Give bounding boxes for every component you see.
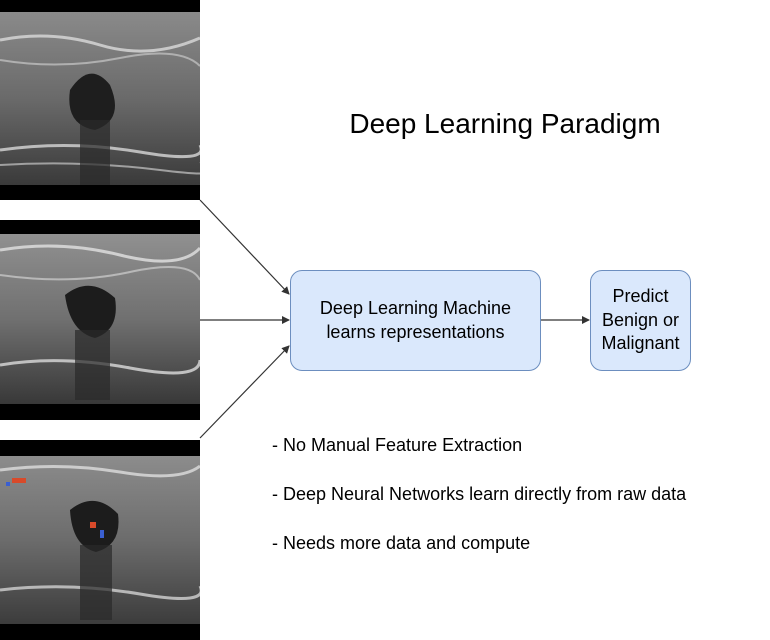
bullet-point-3: - Needs more data and compute [272, 533, 531, 553]
arrow-image1-to-model [199, 199, 290, 295]
prediction-box: Predict Benign or Malignant [590, 270, 691, 371]
bullet-point-1: - No Manual Feature Extraction [272, 435, 523, 455]
ultrasound-image-2 [0, 220, 200, 420]
deep-learning-model-box: Deep Learning Machine learns representat… [290, 270, 541, 371]
diagram-title: Deep Learning Paradigm [349, 108, 661, 139]
model-box-label: Deep Learning Machine learns representat… [319, 298, 512, 342]
ultrasound-image-1 [0, 0, 200, 200]
ultrasound-image-3 [0, 440, 200, 640]
arrow-image3-to-model [199, 345, 290, 439]
prediction-box-label: Predict Benign or Malignant [601, 286, 680, 354]
bullet-point-2: - Deep Neural Networks learn directly fr… [272, 484, 687, 504]
